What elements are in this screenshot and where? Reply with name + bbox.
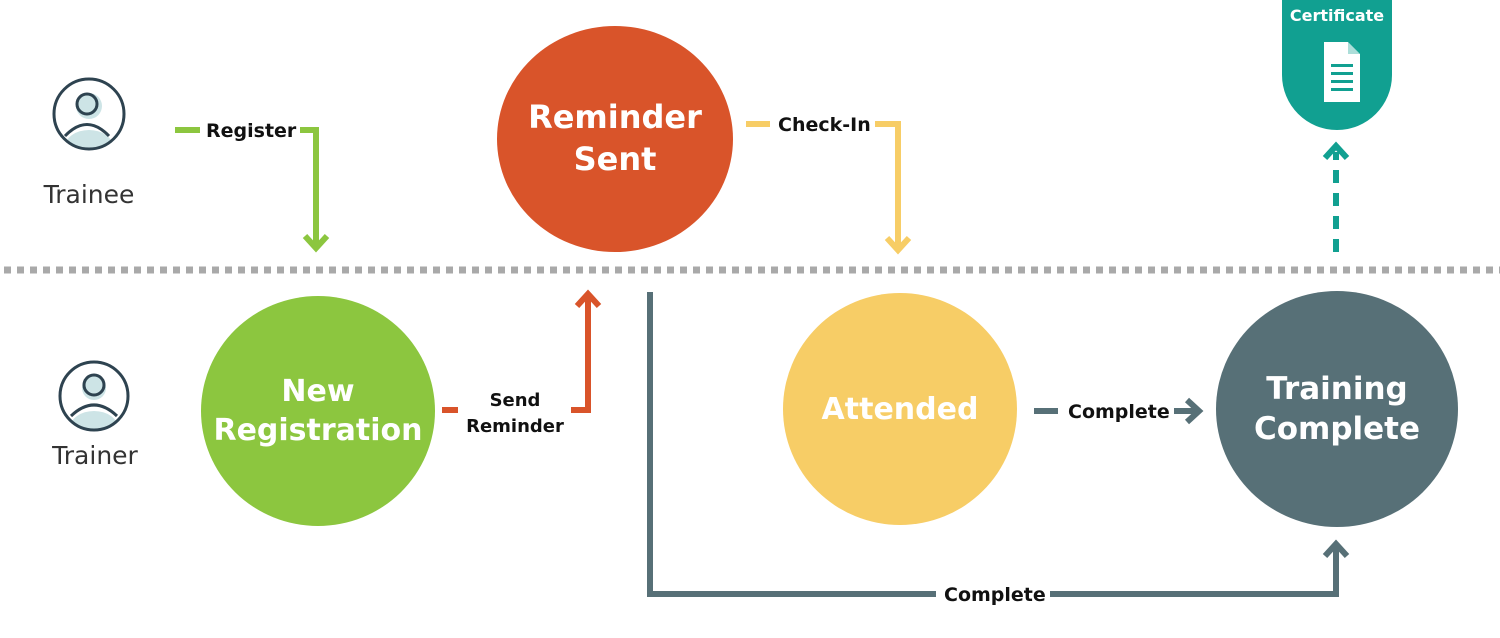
arrow-complete-attended	[1034, 397, 1204, 425]
arrow-certificate	[1322, 141, 1350, 252]
arrow-send-reminder	[442, 289, 602, 413]
node-label: Reminder Sent	[528, 98, 702, 178]
edge-label-complete-attended: Complete	[1064, 401, 1174, 423]
node-training-complete: Training Complete	[1216, 291, 1458, 527]
arrow-register	[175, 127, 330, 253]
edge-label-complete-direct: Complete	[940, 584, 1050, 606]
node-new-registration: New Registration	[201, 296, 435, 526]
edge-label-register: Register	[202, 120, 301, 142]
trainee-avatar	[52, 77, 126, 151]
node-label: New Registration	[213, 374, 423, 448]
node-reminder-sent: Reminder Sent	[497, 26, 733, 252]
node-label: Training Complete	[1253, 370, 1421, 447]
node-attended: Attended	[783, 293, 1017, 525]
edge-label-send-reminder: Send Reminder	[460, 388, 570, 440]
avatar-body	[65, 130, 113, 149]
arrow-check-in	[746, 121, 912, 255]
person-icon	[52, 77, 126, 151]
person-icon	[58, 360, 130, 432]
document-icon	[1324, 42, 1360, 102]
arrow-complete-direct	[647, 292, 1350, 597]
certificate-label: Certificate	[1289, 6, 1385, 25]
role-label-trainee: Trainee	[43, 180, 135, 209]
edge-label-check-in: Check-In	[774, 114, 875, 136]
node-label: Attended	[821, 391, 979, 427]
certificate-badge: Certificate	[1282, 0, 1392, 130]
avatar-body	[70, 411, 118, 430]
trainer-avatar	[58, 360, 130, 432]
role-label-trainer: Trainer	[52, 441, 138, 470]
